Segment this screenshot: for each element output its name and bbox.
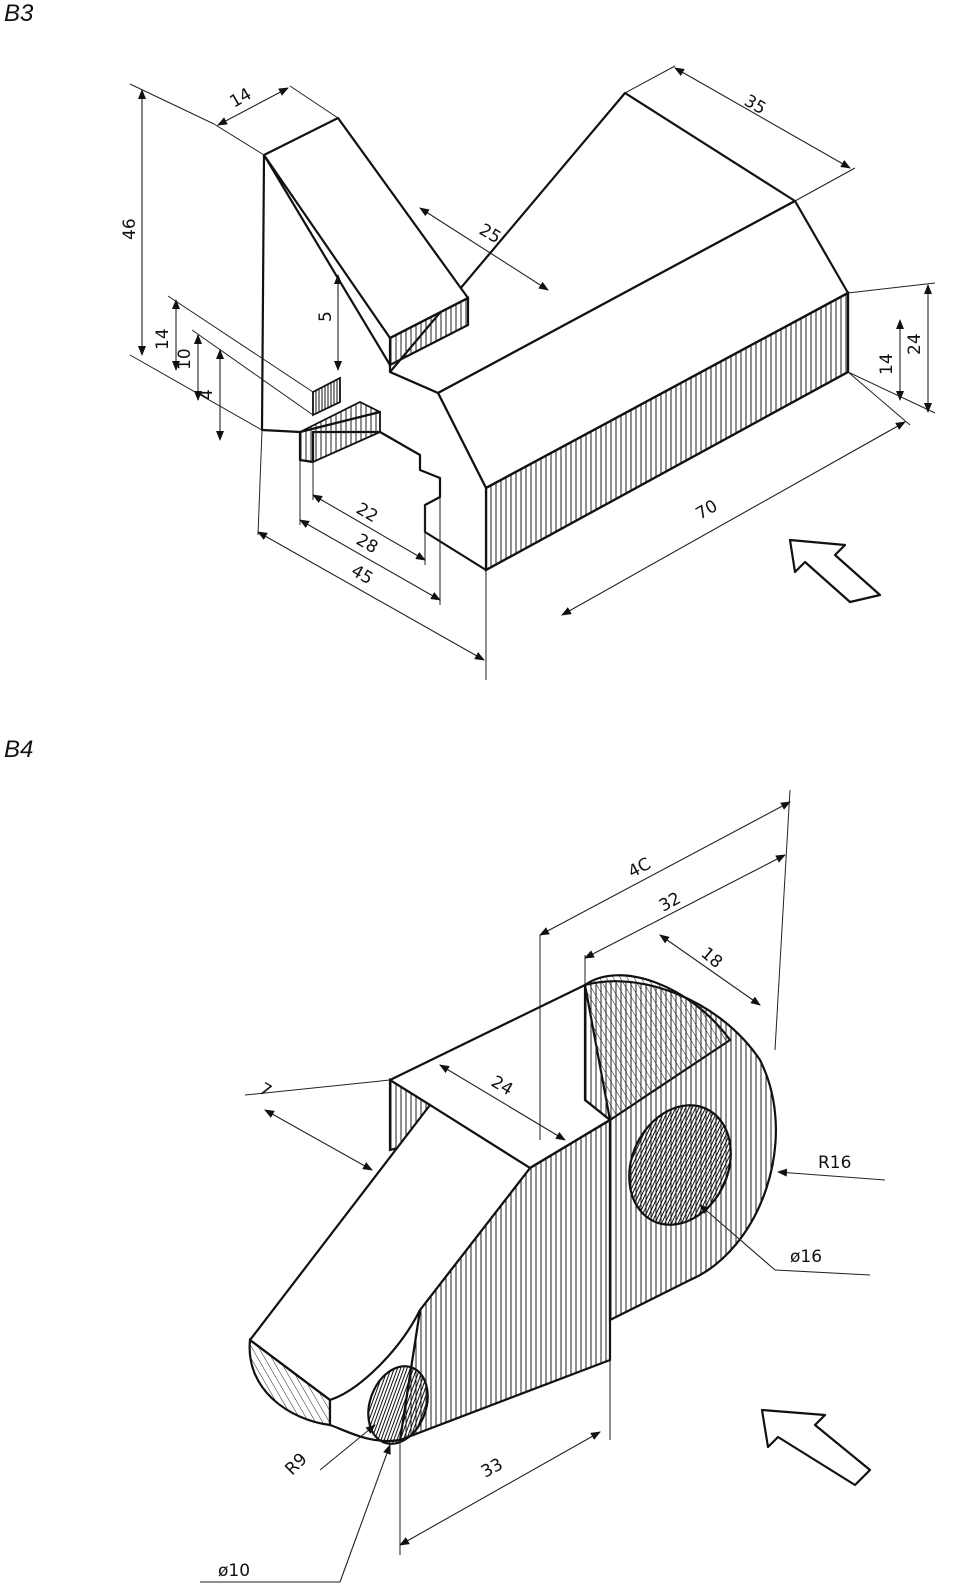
- b4-hole-phi10: [367, 1365, 429, 1445]
- b4-dim-phi10: ø10: [218, 1561, 250, 1581]
- figure-label-b4: B4: [4, 736, 34, 763]
- figure-label-b3: B3: [4, 0, 34, 27]
- b3-view-direction-arrow: [788, 538, 882, 604]
- b4-hole-phi16: [628, 1104, 732, 1226]
- b4-dim-r16: R16: [818, 1153, 851, 1173]
- b3-rib-end: [388, 296, 470, 367]
- figure-b4: [200, 789, 886, 1583]
- b3-dim-14-left: 14: [153, 328, 173, 350]
- b3-dim-22: 22: [353, 499, 382, 527]
- b3-dim-10: 10: [175, 348, 195, 370]
- b3-groove-1: [312, 376, 341, 417]
- b3-dim-5: 5: [316, 311, 336, 322]
- b4-dim-r9: R9: [281, 1449, 311, 1479]
- b3-dim-4: 4: [197, 389, 217, 400]
- b4-dim-phi16: ø16: [790, 1247, 822, 1267]
- b3-dimension-lines: [129, 65, 936, 680]
- b4-dimension-lines: [200, 789, 886, 1583]
- b3-dim-28: 28: [353, 530, 382, 558]
- b4-dim-33: 33: [478, 1455, 506, 1483]
- b3-dim-70: 70: [693, 496, 722, 524]
- b4-dim-7: 7: [256, 1079, 275, 1102]
- b3-dim-14-right: 14: [877, 353, 897, 375]
- b4-dim-18: 18: [697, 944, 726, 973]
- b3-dim-35: 35: [741, 91, 770, 119]
- b4-dim-32: 32: [656, 889, 684, 917]
- b4-dim-40: 4C: [625, 854, 654, 882]
- b4-view-direction-arrow: [760, 1408, 872, 1487]
- b3-dim-24: 24: [905, 333, 925, 355]
- figure-b3: [129, 65, 936, 680]
- b3-dim-46: 46: [120, 218, 140, 240]
